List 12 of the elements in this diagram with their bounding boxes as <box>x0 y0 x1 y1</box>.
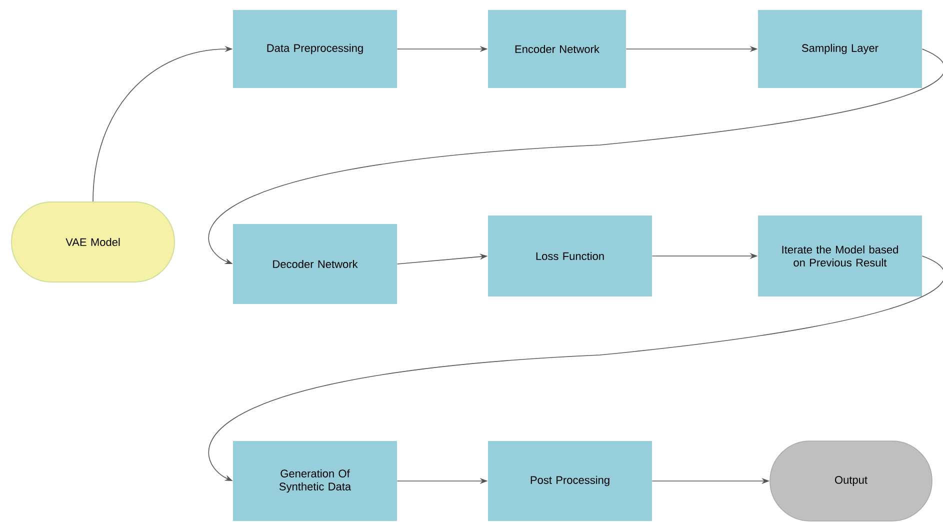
arrow <box>208 48 943 264</box>
arrow <box>208 256 943 481</box>
process-box: Generation Of Synthetic Data <box>233 441 397 521</box>
process-box: Post Processing <box>488 441 652 521</box>
process-box: Iterate the Model based on Previous Result <box>758 216 922 296</box>
process-box: Encoder Network <box>488 10 626 88</box>
process-box: Sampling Layer <box>758 10 922 88</box>
process-box: Data Preprocessing <box>233 10 397 88</box>
start-terminal: VAE Model <box>11 202 175 282</box>
process-box: Loss Function <box>488 216 652 296</box>
end-terminal: Output <box>770 440 932 522</box>
process-box: Decoder Network <box>233 224 397 304</box>
